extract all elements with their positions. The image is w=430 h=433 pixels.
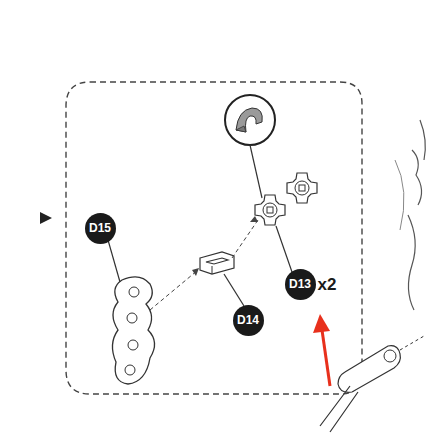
clip-part: [200, 252, 234, 274]
quantity-label: x2: [318, 276, 337, 293]
callout-number: D13: [285, 269, 316, 300]
background-part: [395, 160, 404, 230]
background-part: [408, 120, 425, 310]
assembly-path: [232, 220, 258, 258]
highlight-arrow: [313, 314, 330, 333]
leader-line: [108, 240, 120, 282]
callout-number: D15: [85, 213, 116, 244]
leader-line: [276, 226, 292, 272]
group-frame: [66, 82, 362, 394]
plate-part: [112, 277, 154, 384]
callout-number: D14: [233, 305, 264, 336]
screw-part: [338, 346, 400, 393]
callout-marker: D15: [85, 213, 116, 244]
detail-magnifier: [225, 95, 275, 145]
pointer-arrow: [40, 212, 52, 224]
leader-line: [224, 274, 244, 306]
highlight-arrow: [322, 330, 330, 386]
leader-line: [250, 145, 262, 198]
detail-clip: [236, 108, 262, 132]
callout-marker: D14: [233, 305, 264, 336]
assembly-path: [150, 270, 198, 310]
callout-marker: D13x2: [285, 269, 316, 300]
